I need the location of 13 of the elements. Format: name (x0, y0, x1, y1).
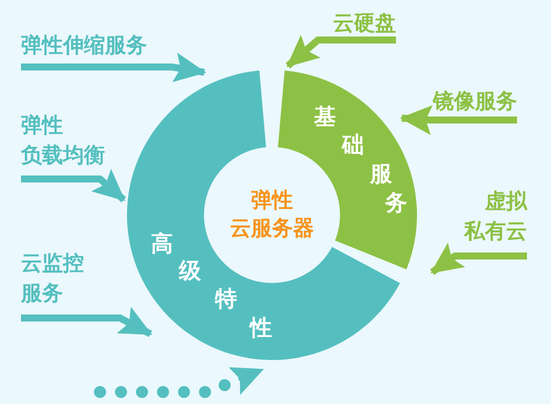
arrow (21, 52, 206, 82)
arrow (286, 34, 396, 68)
arrow (21, 168, 126, 202)
arrow (21, 306, 152, 337)
arrow (430, 242, 527, 276)
service-label: 云监控服务 (21, 248, 84, 308)
service-label: 虚拟私有云 (457, 186, 527, 246)
service-label: 弹性负载均衡 (21, 110, 105, 170)
segment-label: 基础服务 (314, 105, 408, 217)
service-label: 镜像服务 (433, 86, 517, 116)
service-label: 弹性伸缩服务 (21, 30, 147, 60)
arrow (400, 105, 517, 136)
service-label: 云硬盘 (333, 8, 396, 38)
